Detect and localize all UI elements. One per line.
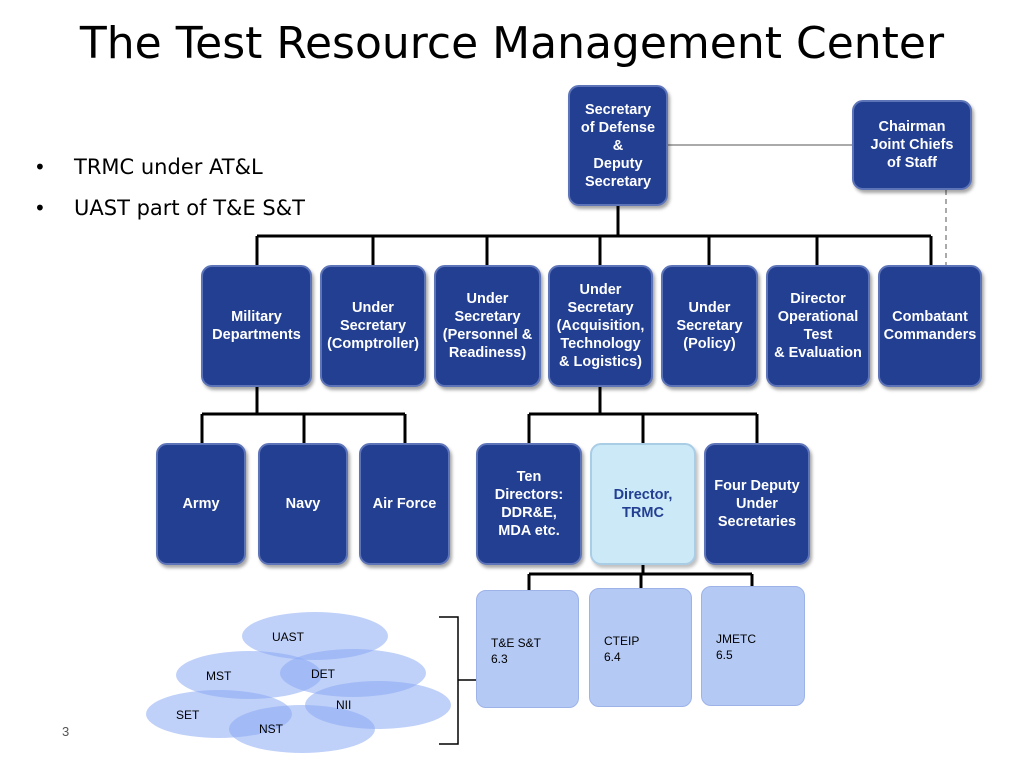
org-box-cjcs: Chairman Joint Chiefs of Staff [852,100,972,190]
org-box-air-force: Air Force [359,443,450,565]
program-box-cteip: CTEIP 6.4 [589,588,692,707]
org-box-usd-atl: Under Secretary (Acquisition, Technology… [548,265,653,387]
bullet-item: • UAST part of T&E S&T [34,187,305,228]
org-box-army: Army [156,443,246,565]
slide-title: The Test Resource Management Center [79,18,945,69]
page-number: 3 [62,724,70,739]
venn-label-set: SET [176,708,200,722]
program-box-jmetc: JMETC 6.5 [701,586,805,706]
org-box-usd-comptroller: Under Secretary (Comptroller) [320,265,426,387]
bullet-icon: • [34,154,46,179]
org-box-ten-directors: Ten Directors: DDR&E, MDA etc. [476,443,582,565]
bullet-list: • TRMC under AT&L • UAST part of T&E S&T [34,146,305,228]
venn-label-uast: UAST [272,630,305,644]
org-box-secdef: Secretary of Defense & Deputy Secretary [568,85,668,206]
venn-label-mst: MST [206,669,232,683]
bullet-item: • TRMC under AT&L [34,146,305,187]
venn-label-det: DET [311,667,336,681]
org-box-director-trmc: Director, TRMC [590,443,696,565]
venn-diagram [146,612,451,753]
venn-label-nst: NST [259,722,284,736]
bullet-icon: • [34,195,46,220]
org-box-usd-personnel: Under Secretary (Personnel & Readiness) [434,265,541,387]
org-box-usd-policy: Under Secretary (Policy) [661,265,758,387]
org-box-combatant-commanders: Combatant Commanders [878,265,982,387]
org-box-dote: Director Operational Test & Evaluation [766,265,870,387]
program-box-te-st: T&E S&T 6.3 [476,590,579,708]
org-box-navy: Navy [258,443,348,565]
venn-label-nii: NII [336,698,351,712]
org-box-four-deputy: Four Deputy Under Secretaries [704,443,810,565]
bracket [439,616,476,745]
bullet-text: UAST part of T&E S&T [74,195,305,220]
org-box-military-departments: Military Departments [201,265,312,387]
bullet-text: TRMC under AT&L [74,154,263,179]
